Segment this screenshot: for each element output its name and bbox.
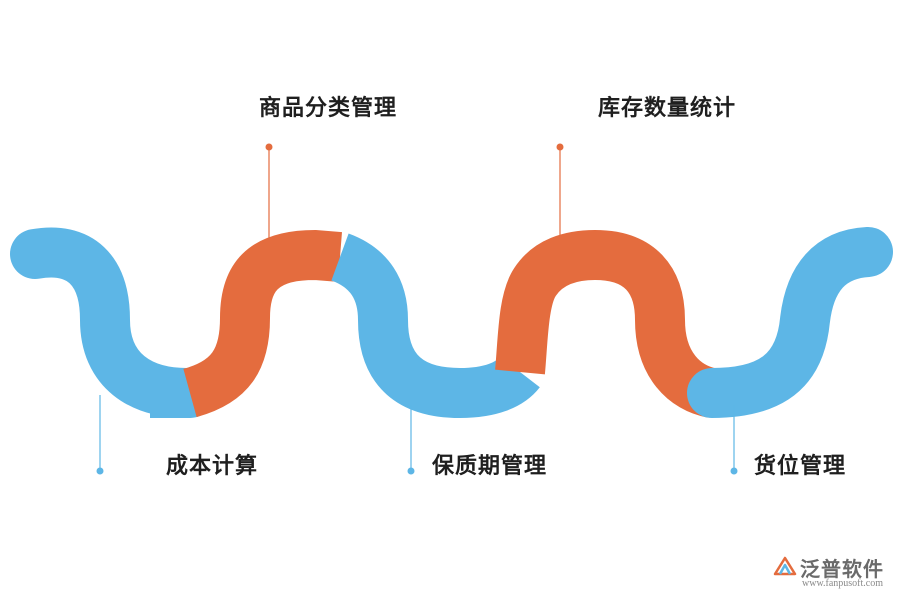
watermark-name: 泛普软件 xyxy=(800,557,884,581)
step-label-product-category: 商品分类管理 xyxy=(259,96,398,121)
step-label-storage-location: 货位管理 xyxy=(754,454,847,479)
watermark-url: www.fanpusoft.com xyxy=(802,578,884,589)
watermark: 泛普软件 www.fanpusoft.com xyxy=(772,552,894,592)
step-label-stock-quantity: 库存数量统计 xyxy=(598,96,737,121)
connector-dot-3 xyxy=(407,467,415,475)
fanpu-logo-icon xyxy=(773,556,797,576)
wave-segment-3 xyxy=(330,233,540,419)
wave-segment-2 xyxy=(182,229,342,418)
wave-segment-5 xyxy=(687,227,893,418)
step-label-shelf-life: 保质期管理 xyxy=(432,454,548,479)
connector-dot-5 xyxy=(730,467,738,475)
step-label-cost-calculation: 成本计算 xyxy=(166,454,259,479)
connector-dot-4 xyxy=(556,143,564,151)
wave-segment-4 xyxy=(495,229,718,418)
wave-segment-1 xyxy=(10,227,215,418)
connector-dot-2 xyxy=(265,143,273,151)
connector-dot-1 xyxy=(96,467,104,475)
